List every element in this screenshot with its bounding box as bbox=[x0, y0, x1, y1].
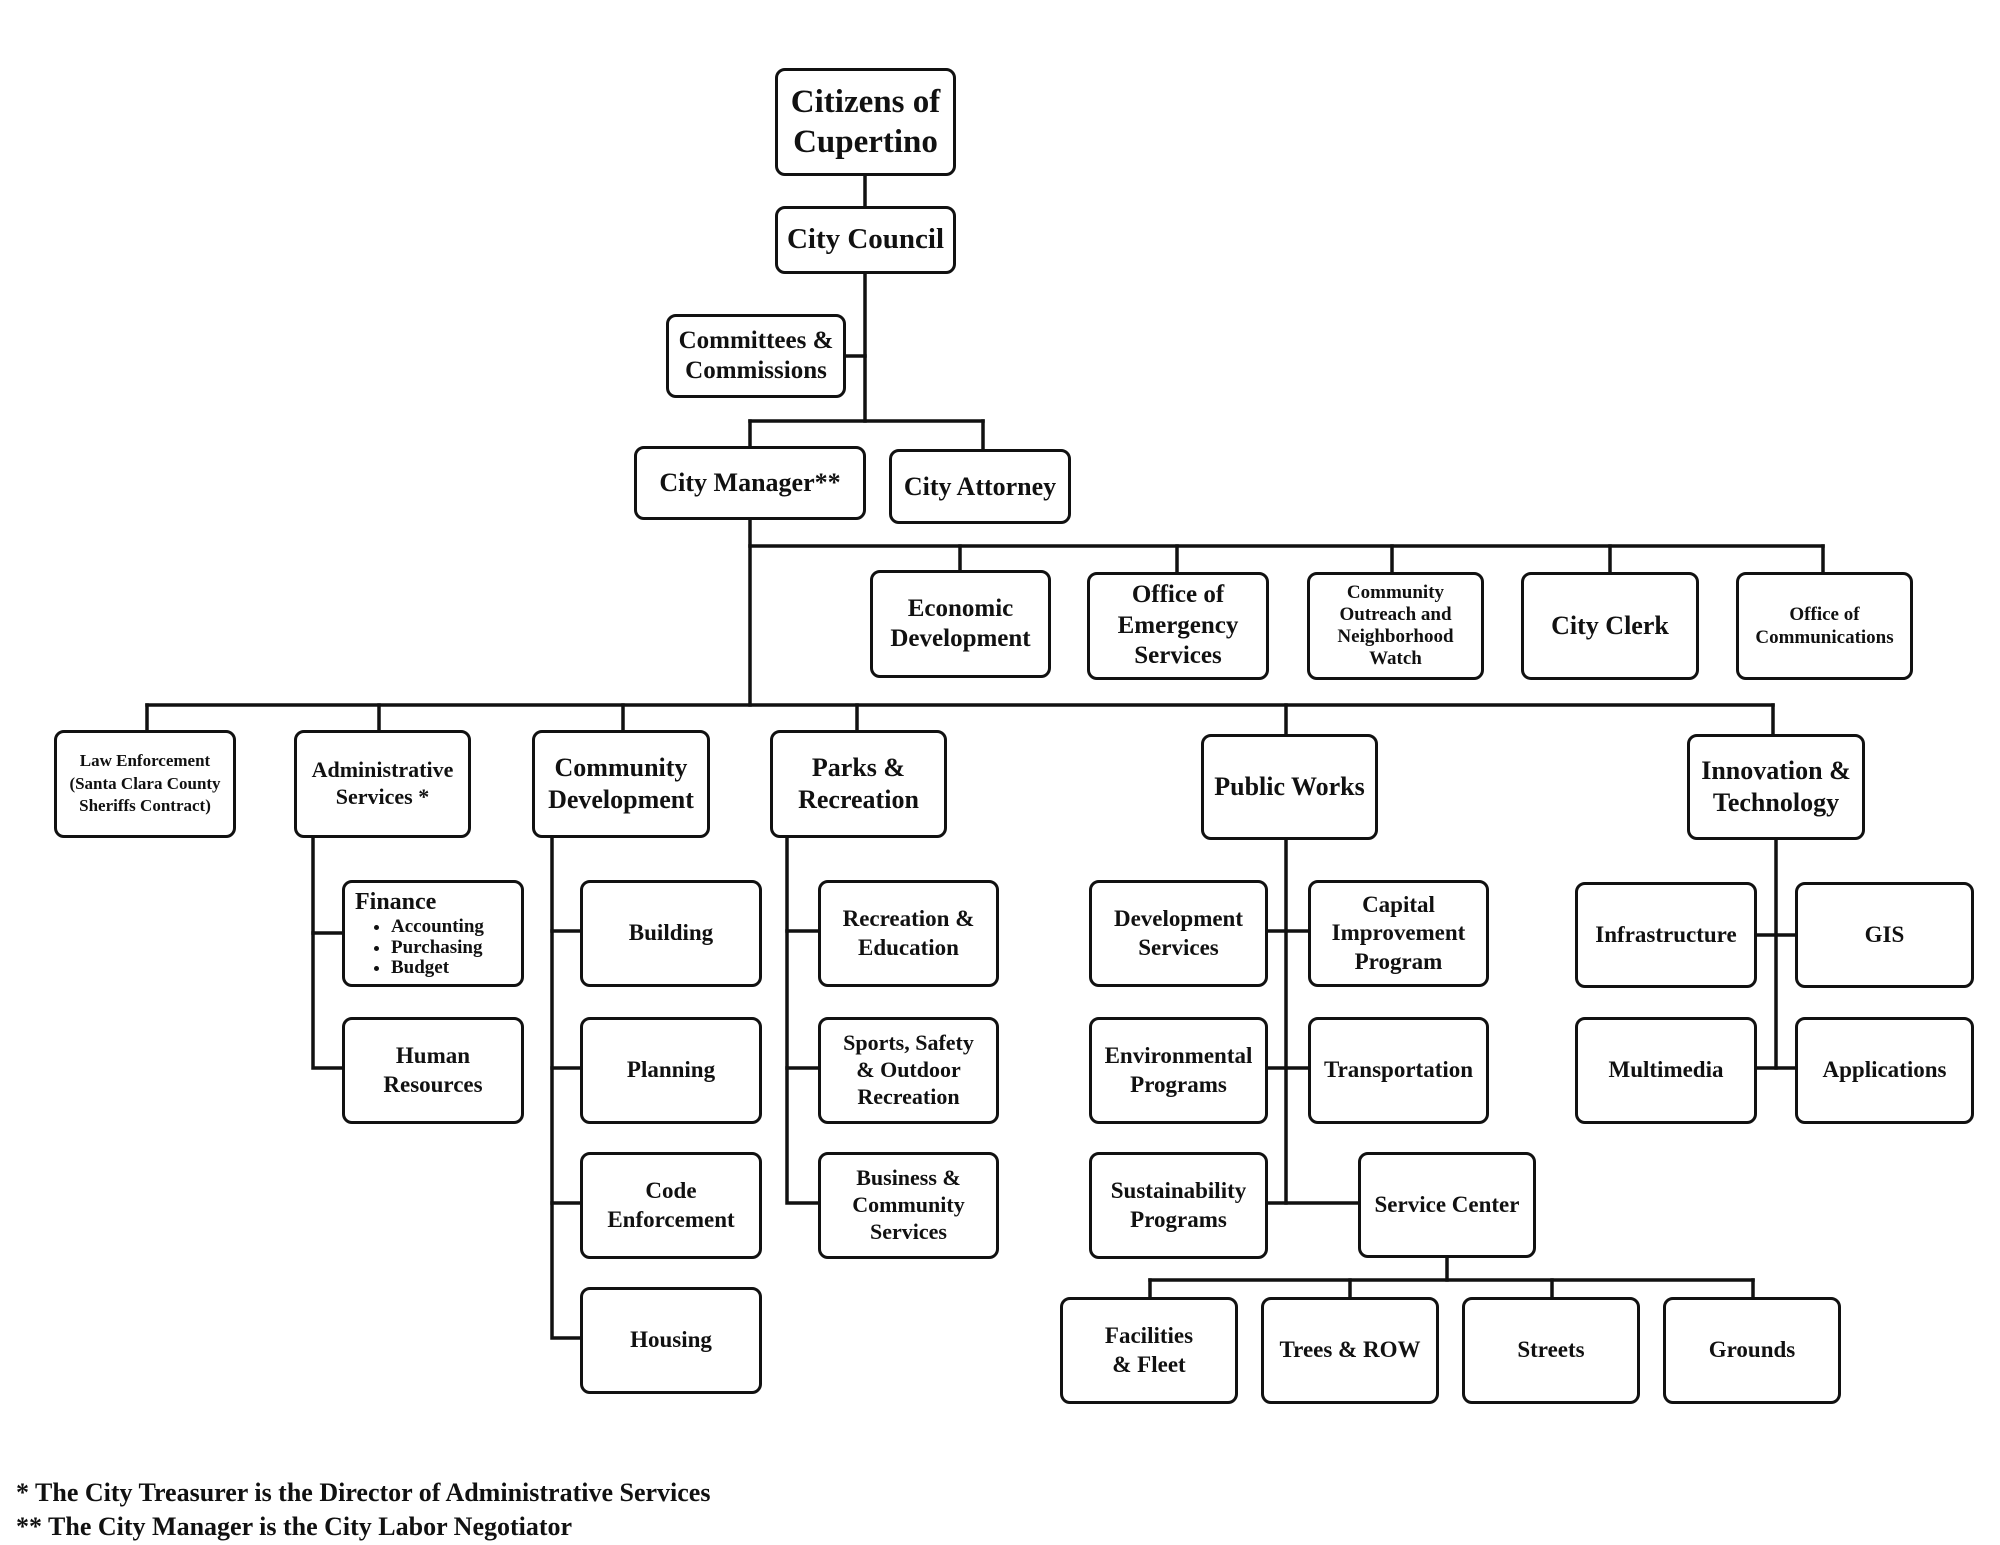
public-works-box: Public Works bbox=[1201, 734, 1378, 840]
streets-label: Streets bbox=[1517, 1337, 1585, 1363]
city-council-box: City Council bbox=[775, 206, 956, 274]
business-community-box: Business & Community Services bbox=[818, 1152, 999, 1259]
parks-recreation-box: Parks & Recreation bbox=[770, 730, 947, 838]
transportation-label: Transportation bbox=[1323, 1057, 1474, 1083]
code-enforcement-box: Code Enforcement bbox=[580, 1152, 762, 1259]
capital-improvement-box: Capital Improvement Program bbox=[1308, 880, 1489, 987]
code-enforcement-label: Code Enforcement bbox=[607, 1178, 735, 1232]
community-outreach-label: Community Outreach and Neighborhood Watc… bbox=[1337, 582, 1454, 669]
city-manager-label: City Manager** bbox=[659, 468, 841, 498]
communications-label: Office of Communications bbox=[1755, 603, 1894, 648]
housing-box: Housing bbox=[580, 1287, 762, 1394]
footnote-negotiator: ** The City Manager is the City Labor Ne… bbox=[16, 1512, 573, 1541]
capital-improvement-label: Capital Improvement Program bbox=[1331, 892, 1466, 974]
gis-box: GIS bbox=[1795, 882, 1974, 988]
sports-safety-box: Sports, Safety & Outdoor Recreation bbox=[818, 1017, 999, 1124]
sustainability-programs-box: Sustainability Programs bbox=[1089, 1152, 1268, 1259]
service-center-box: Service Center bbox=[1358, 1152, 1536, 1258]
community-outreach-box: Community Outreach and Neighborhood Watc… bbox=[1307, 572, 1484, 680]
trees-row-label: Trees & ROW bbox=[1279, 1337, 1421, 1363]
law-enforcement-label: Law Enforcement (Santa Clara County Sher… bbox=[69, 750, 221, 816]
footnote-treasurer: * The City Treasurer is the Director of … bbox=[16, 1478, 711, 1507]
infrastructure-label: Infrastructure bbox=[1595, 921, 1737, 947]
committees-box: Committees & Commissions bbox=[666, 314, 846, 398]
sustainability-programs-label: Sustainability Programs bbox=[1110, 1178, 1247, 1232]
environmental-programs-label: Environmental Programs bbox=[1104, 1043, 1253, 1097]
communications-box: Office of Communications bbox=[1736, 572, 1913, 680]
economic-development-label: Economic Development bbox=[890, 594, 1031, 653]
committees-label: Committees & Commissions bbox=[678, 326, 834, 385]
service-center-label: Service Center bbox=[1374, 1191, 1520, 1217]
citizens-box: Citizens of Cupertino bbox=[775, 68, 956, 176]
economic-development-box: Economic Development bbox=[870, 570, 1051, 678]
law-enforcement-box: Law Enforcement (Santa Clara County Sher… bbox=[54, 730, 236, 838]
administrative-services-box: Administrative Services * bbox=[294, 730, 471, 838]
finance-title: Finance bbox=[355, 889, 437, 915]
human-resources-label: Human Resources bbox=[383, 1043, 483, 1097]
city-clerk-box: City Clerk bbox=[1521, 572, 1699, 680]
facilities-fleet-label: Facilities & Fleet bbox=[1104, 1323, 1194, 1377]
citizens-label: Citizens of Cupertino bbox=[790, 83, 941, 160]
administrative-services-label: Administrative Services * bbox=[311, 757, 454, 809]
city-manager-box: City Manager** bbox=[634, 446, 866, 520]
innovation-technology-label: Innovation & Technology bbox=[1701, 756, 1851, 817]
grounds-label: Grounds bbox=[1708, 1337, 1796, 1363]
trees-row-box: Trees & ROW bbox=[1261, 1297, 1439, 1404]
finance-list: Accounting Purchasing Budget bbox=[377, 917, 484, 979]
building-label: Building bbox=[628, 920, 714, 946]
finance-box: Finance Accounting Purchasing Budget bbox=[342, 880, 524, 987]
development-services-box: Development Services bbox=[1089, 880, 1268, 987]
parks-recreation-label: Parks & Recreation bbox=[798, 753, 919, 814]
finance-item-budget: Budget bbox=[391, 958, 484, 979]
grounds-box: Grounds bbox=[1663, 1297, 1841, 1404]
building-box: Building bbox=[580, 880, 762, 987]
recreation-education-box: Recreation & Education bbox=[818, 880, 999, 987]
city-council-label: City Council bbox=[786, 223, 945, 256]
applications-label: Applications bbox=[1822, 1057, 1947, 1083]
streets-box: Streets bbox=[1462, 1297, 1640, 1404]
recreation-education-label: Recreation & Education bbox=[842, 906, 975, 960]
facilities-fleet-box: Facilities & Fleet bbox=[1060, 1297, 1238, 1404]
business-community-label: Business & Community Services bbox=[852, 1165, 965, 1244]
innovation-technology-box: Innovation & Technology bbox=[1687, 734, 1865, 840]
transportation-box: Transportation bbox=[1308, 1017, 1489, 1124]
finance-item-accounting: Accounting bbox=[391, 917, 484, 938]
gis-label: GIS bbox=[1864, 921, 1905, 947]
multimedia-box: Multimedia bbox=[1575, 1017, 1757, 1124]
human-resources-box: Human Resources bbox=[342, 1017, 524, 1124]
multimedia-label: Multimedia bbox=[1608, 1057, 1724, 1083]
emergency-services-box: Office of Emergency Services bbox=[1087, 572, 1269, 680]
housing-label: Housing bbox=[630, 1327, 712, 1353]
community-development-box: Community Development bbox=[532, 730, 710, 838]
environmental-programs-box: Environmental Programs bbox=[1089, 1017, 1268, 1124]
community-development-label: Community Development bbox=[548, 753, 694, 814]
infrastructure-box: Infrastructure bbox=[1575, 882, 1757, 988]
public-works-label: Public Works bbox=[1214, 772, 1365, 802]
planning-label: Planning bbox=[626, 1057, 716, 1083]
city-attorney-label: City Attorney bbox=[903, 471, 1057, 501]
applications-box: Applications bbox=[1795, 1017, 1974, 1124]
finance-item-purchasing: Purchasing bbox=[391, 937, 484, 959]
city-attorney-box: City Attorney bbox=[889, 449, 1071, 524]
development-services-label: Development Services bbox=[1113, 906, 1244, 960]
city-clerk-label: City Clerk bbox=[1551, 611, 1669, 641]
planning-box: Planning bbox=[580, 1017, 762, 1124]
emergency-services-label: Office of Emergency Services bbox=[1117, 581, 1239, 670]
sports-safety-label: Sports, Safety & Outdoor Recreation bbox=[843, 1030, 974, 1109]
